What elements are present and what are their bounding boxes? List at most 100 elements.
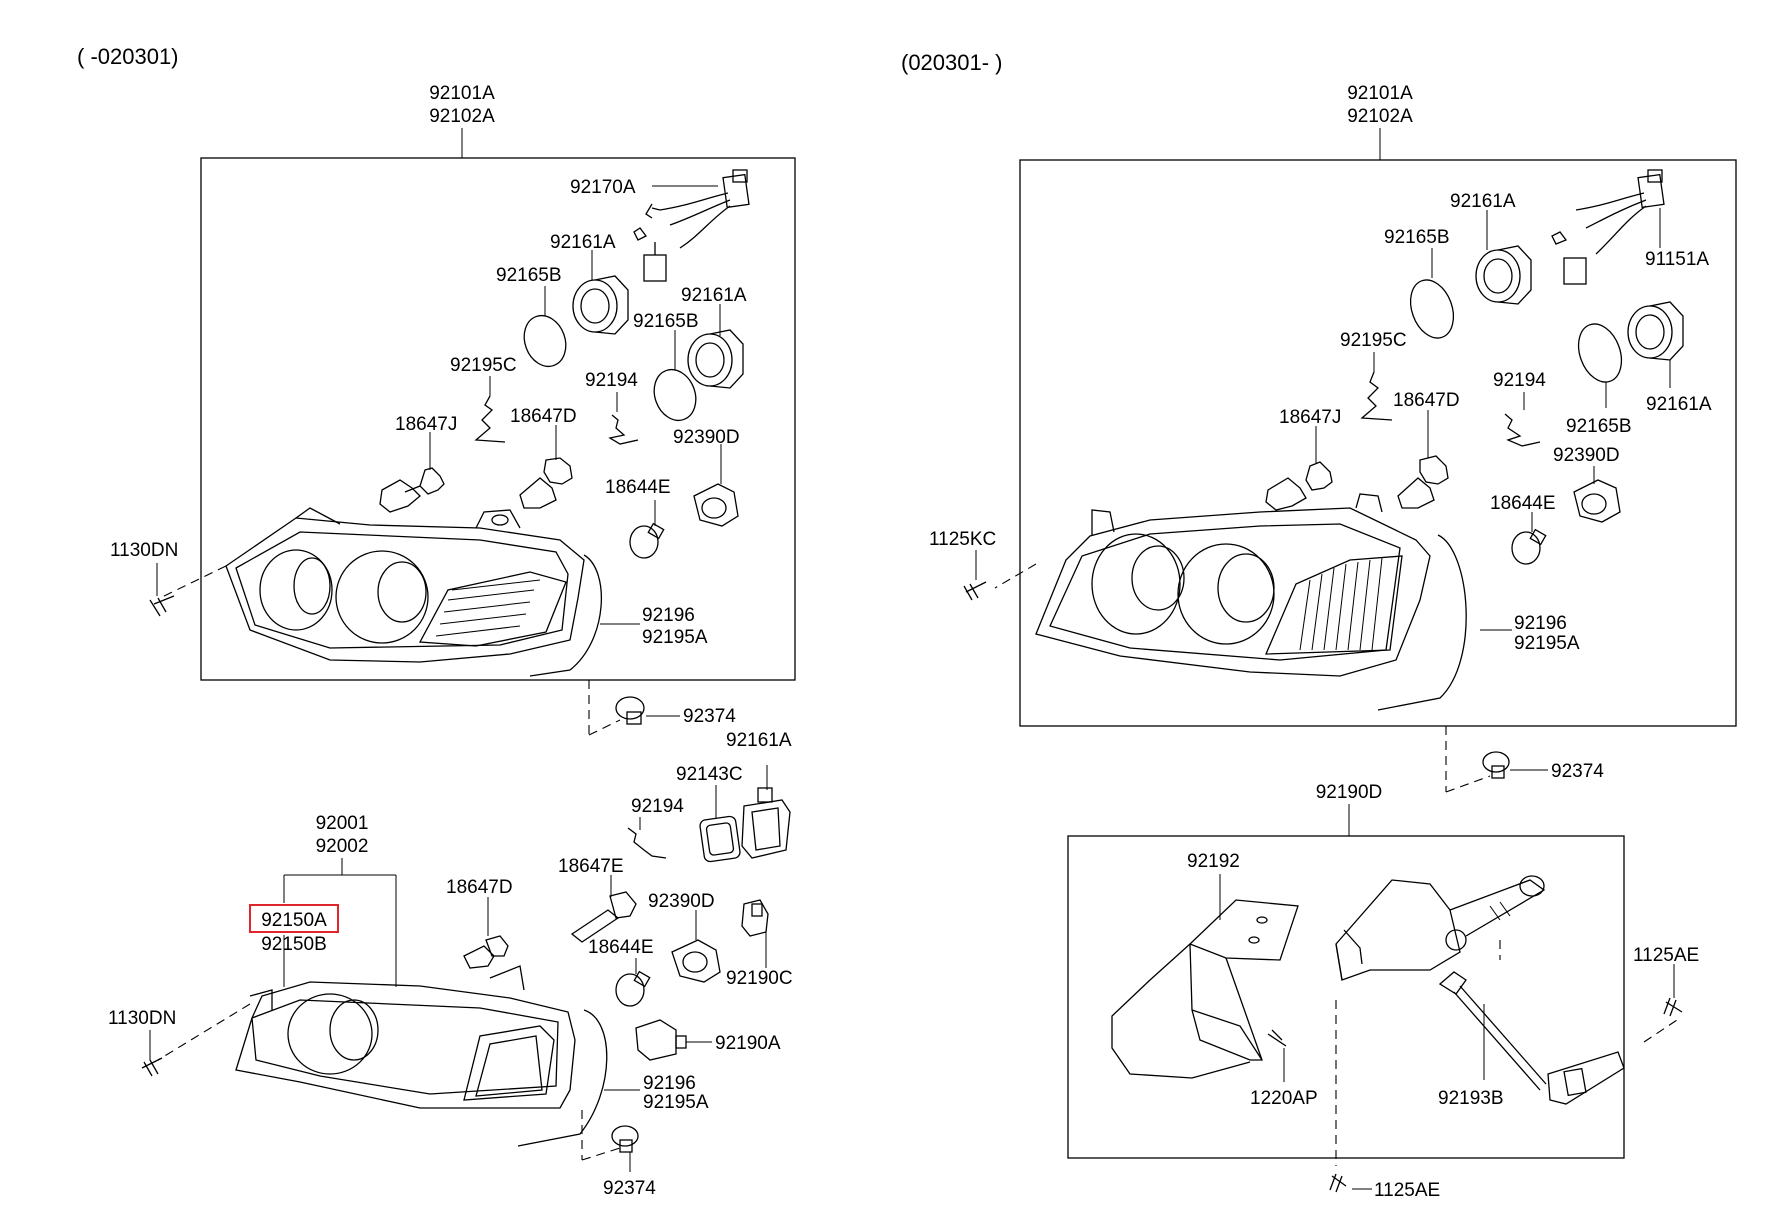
grommet-icon xyxy=(615,696,645,725)
part-92161A-label-2[interactable]: 92161A xyxy=(681,285,747,306)
part-92161A-right-label-2[interactable]: 92161A xyxy=(1646,394,1712,415)
retaining-spring-icon xyxy=(608,414,639,445)
lower-assembly-number-2[interactable]: 92002 xyxy=(316,836,369,857)
part-92161A-lower-label[interactable]: 92161A xyxy=(726,730,792,751)
highlighted-part-box xyxy=(249,904,339,933)
socket-right-icon xyxy=(1573,479,1621,523)
h-bulb-lower-icon-2 xyxy=(463,935,509,969)
part-92190D-label[interactable]: 92190D xyxy=(1316,782,1383,803)
part-92192-label[interactable]: 92192 xyxy=(1187,851,1240,872)
socket-lower-icon xyxy=(671,939,721,983)
part-1125KC-label[interactable]: 1125KC xyxy=(929,529,996,550)
h-bulb-icon xyxy=(379,467,445,513)
left-upper-section: ( -020301) 92101A 92102A 92170A 92161A xyxy=(77,44,796,736)
seal-strip-right-icon xyxy=(1377,534,1467,711)
part-18644E-label[interactable]: 18644E xyxy=(605,477,671,498)
screw-leveling-right-icon xyxy=(1663,997,1683,1017)
spring-clip-right-icon xyxy=(1360,371,1393,421)
part-18644E-lower-label[interactable]: 18644E xyxy=(588,937,654,958)
part-92161A-label-1[interactable]: 92161A xyxy=(550,232,616,253)
part-18647D-lower-label[interactable]: 18647D xyxy=(446,877,513,898)
part-1125AE-right-label[interactable]: 1125AE xyxy=(1633,945,1699,966)
clip-connector-icon xyxy=(635,1019,687,1061)
wedge-bulb-icon xyxy=(629,522,665,559)
part-92194-label[interactable]: 92194 xyxy=(585,370,638,391)
h-bulb-icon-2 xyxy=(519,457,573,509)
part-92195C-right-label[interactable]: 92195C xyxy=(1340,330,1407,351)
screw-lower-icon xyxy=(141,1057,163,1077)
part-1130DN-label[interactable]: 1130DN xyxy=(110,540,178,561)
part-18644E-right-label[interactable]: 18644E xyxy=(1490,493,1556,514)
gasket-square-icon xyxy=(699,815,741,863)
part-18647D-label[interactable]: 18647D xyxy=(510,406,577,427)
part-18647J-right-label[interactable]: 18647J xyxy=(1279,407,1341,428)
part-92190C-label[interactable]: 92190C xyxy=(726,968,793,989)
part-18647E-label[interactable]: 18647E xyxy=(558,856,624,877)
lower-assembly-number-1[interactable]: 92001 xyxy=(316,813,369,834)
part-92190A-label[interactable]: 92190A xyxy=(715,1033,781,1054)
part-92195A-label[interactable]: 92195A xyxy=(642,627,708,648)
part-1220AP-label[interactable]: 1220AP xyxy=(1250,1088,1318,1109)
part-92390D-right-label[interactable]: 92390D xyxy=(1553,445,1620,466)
part-92374-right-label[interactable]: 92374 xyxy=(1551,761,1604,782)
bolt-icon xyxy=(1267,1029,1287,1047)
part-91151A-label[interactable]: 91151A xyxy=(1645,249,1709,270)
gasket-right-icon xyxy=(1409,279,1455,339)
retaining-spring-right-icon xyxy=(1504,413,1541,447)
leveling-frame xyxy=(1067,835,1625,1159)
socket-cover-icon xyxy=(741,787,791,859)
part-92150A-label[interactable]: 92150A xyxy=(261,910,327,931)
leveling-actuator-icon xyxy=(1335,875,1546,981)
part-92143C-label[interactable]: 92143C xyxy=(676,764,743,785)
part-18647J-label[interactable]: 18647J xyxy=(395,414,457,435)
part-92390D-label[interactable]: 92390D xyxy=(673,427,740,448)
part-92374-label[interactable]: 92374 xyxy=(683,706,736,727)
part-92165B-label-2[interactable]: 92165B xyxy=(633,311,699,332)
h-bulb-right-icon-2 xyxy=(1397,455,1449,509)
part-92170A-label[interactable]: 92170A xyxy=(570,177,636,198)
part-92390D-lower-label[interactable]: 92390D xyxy=(648,891,715,912)
gasket-icon xyxy=(523,314,567,368)
right-assembly-number-1[interactable]: 92101A xyxy=(1347,83,1413,104)
part-92374-lower-label[interactable]: 92374 xyxy=(603,1178,656,1199)
part-92193B-label[interactable]: 92193B xyxy=(1438,1088,1504,1109)
gasket-icon-2 xyxy=(653,368,697,422)
right-assembly-number-2[interactable]: 92102A xyxy=(1347,106,1413,127)
leveling-section: 92190D 92192 1220AP xyxy=(1067,782,1699,1201)
left-assembly-frame xyxy=(200,157,796,681)
part-92165B-right-label-1[interactable]: 92165B xyxy=(1384,227,1450,248)
left-assembly-number-1[interactable]: 92101A xyxy=(429,83,495,104)
part-18647D-right-label[interactable]: 18647D xyxy=(1393,390,1460,411)
left-assembly-number-2[interactable]: 92102A xyxy=(429,106,495,127)
part-1125AE-bottom-label[interactable]: 1125AE xyxy=(1374,1180,1440,1201)
wedge-bulb-right-icon xyxy=(1511,528,1547,565)
part-92196-lower-label[interactable]: 92196 xyxy=(643,1073,696,1094)
retaining-spring-lower-icon xyxy=(627,827,667,859)
part-92161A-right-label-1[interactable]: 92161A xyxy=(1450,191,1516,212)
part-92194-right-label[interactable]: 92194 xyxy=(1493,370,1546,391)
link-rod-icon xyxy=(1438,971,1625,1105)
wedge-bulb-lower-icon xyxy=(615,970,651,1007)
part-92196-right-label[interactable]: 92196 xyxy=(1514,613,1567,634)
lower-housing-icon xyxy=(235,965,576,1109)
part-92195C-label[interactable]: 92195C xyxy=(450,355,517,376)
socket-ring-icon-2 xyxy=(687,329,744,389)
seal-strip-icon xyxy=(529,554,602,677)
wiring-harness-right-icon xyxy=(1551,169,1665,285)
spring-clip-icon xyxy=(474,395,506,443)
part-92150B-label[interactable]: 92150B xyxy=(261,934,327,955)
wiring-harness-icon xyxy=(633,169,750,282)
socket-ring-icon xyxy=(572,275,629,335)
part-92194-lower-label[interactable]: 92194 xyxy=(631,796,684,817)
left-range-label: ( -020301) xyxy=(77,44,179,69)
h-bulb-lower-icon xyxy=(570,891,637,943)
part-92195A-lower-label[interactable]: 92195A xyxy=(643,1092,709,1113)
part-92165B-right-label-2[interactable]: 92165B xyxy=(1566,416,1632,437)
part-92196-label[interactable]: 92196 xyxy=(642,605,695,626)
part-1130DN-lower-label[interactable]: 1130DN xyxy=(108,1008,176,1029)
socket-icon xyxy=(693,483,739,527)
part-92165B-label-1[interactable]: 92165B xyxy=(496,265,562,286)
part-92195A-right-label[interactable]: 92195A xyxy=(1514,633,1580,654)
screw-icon xyxy=(149,595,175,617)
